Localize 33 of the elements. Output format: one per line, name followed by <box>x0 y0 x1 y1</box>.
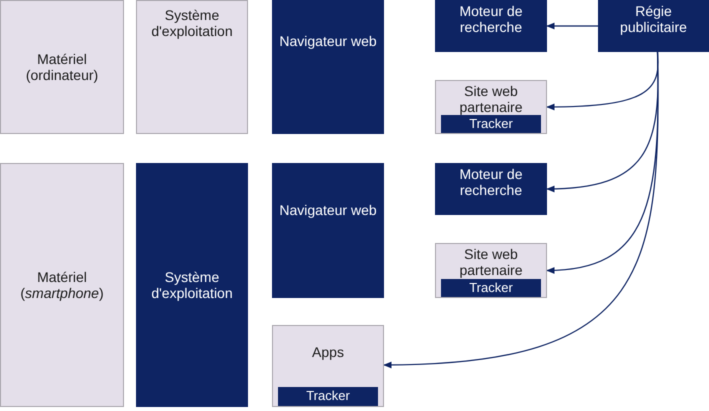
node-label: Navigateur web <box>279 202 377 218</box>
node-label: Matériel (smartphone) <box>19 268 105 302</box>
process-box <box>136 163 248 407</box>
node-label: Apps <box>312 344 344 360</box>
process-box <box>435 0 547 52</box>
process-box <box>0 0 124 134</box>
process-box <box>598 0 709 52</box>
process-box <box>272 0 384 134</box>
process-box <box>0 163 124 407</box>
process-box <box>272 163 384 298</box>
node-label: Tracker <box>306 389 350 404</box>
node-label: Système d'exploitation <box>150 7 234 40</box>
node-label: Système d'exploitation <box>150 268 234 302</box>
node-label: Navigateur web <box>279 33 377 50</box>
arrow <box>546 22 598 30</box>
process-box <box>435 163 547 215</box>
tracker-bar <box>441 279 541 297</box>
process-box <box>272 325 384 407</box>
arrow <box>383 52 659 368</box>
process-box <box>435 80 547 134</box>
node-label: Site web partenaire <box>458 83 524 116</box>
node-label: Tracker <box>469 280 513 296</box>
node-label: Moteur de recherche <box>458 3 524 36</box>
node-label: Matériel (ordinateur) <box>24 50 100 84</box>
tracker-bar <box>441 115 541 133</box>
tracker-bar <box>278 387 378 406</box>
process-box <box>435 243 547 298</box>
node-label: Moteur de recherche <box>458 166 524 198</box>
node-label: Régie publicitaire <box>619 3 688 36</box>
process-box <box>136 0 248 134</box>
arrow <box>546 52 659 110</box>
node-label: Site web partenaire <box>458 246 524 278</box>
node-label: Tracker <box>469 116 513 132</box>
